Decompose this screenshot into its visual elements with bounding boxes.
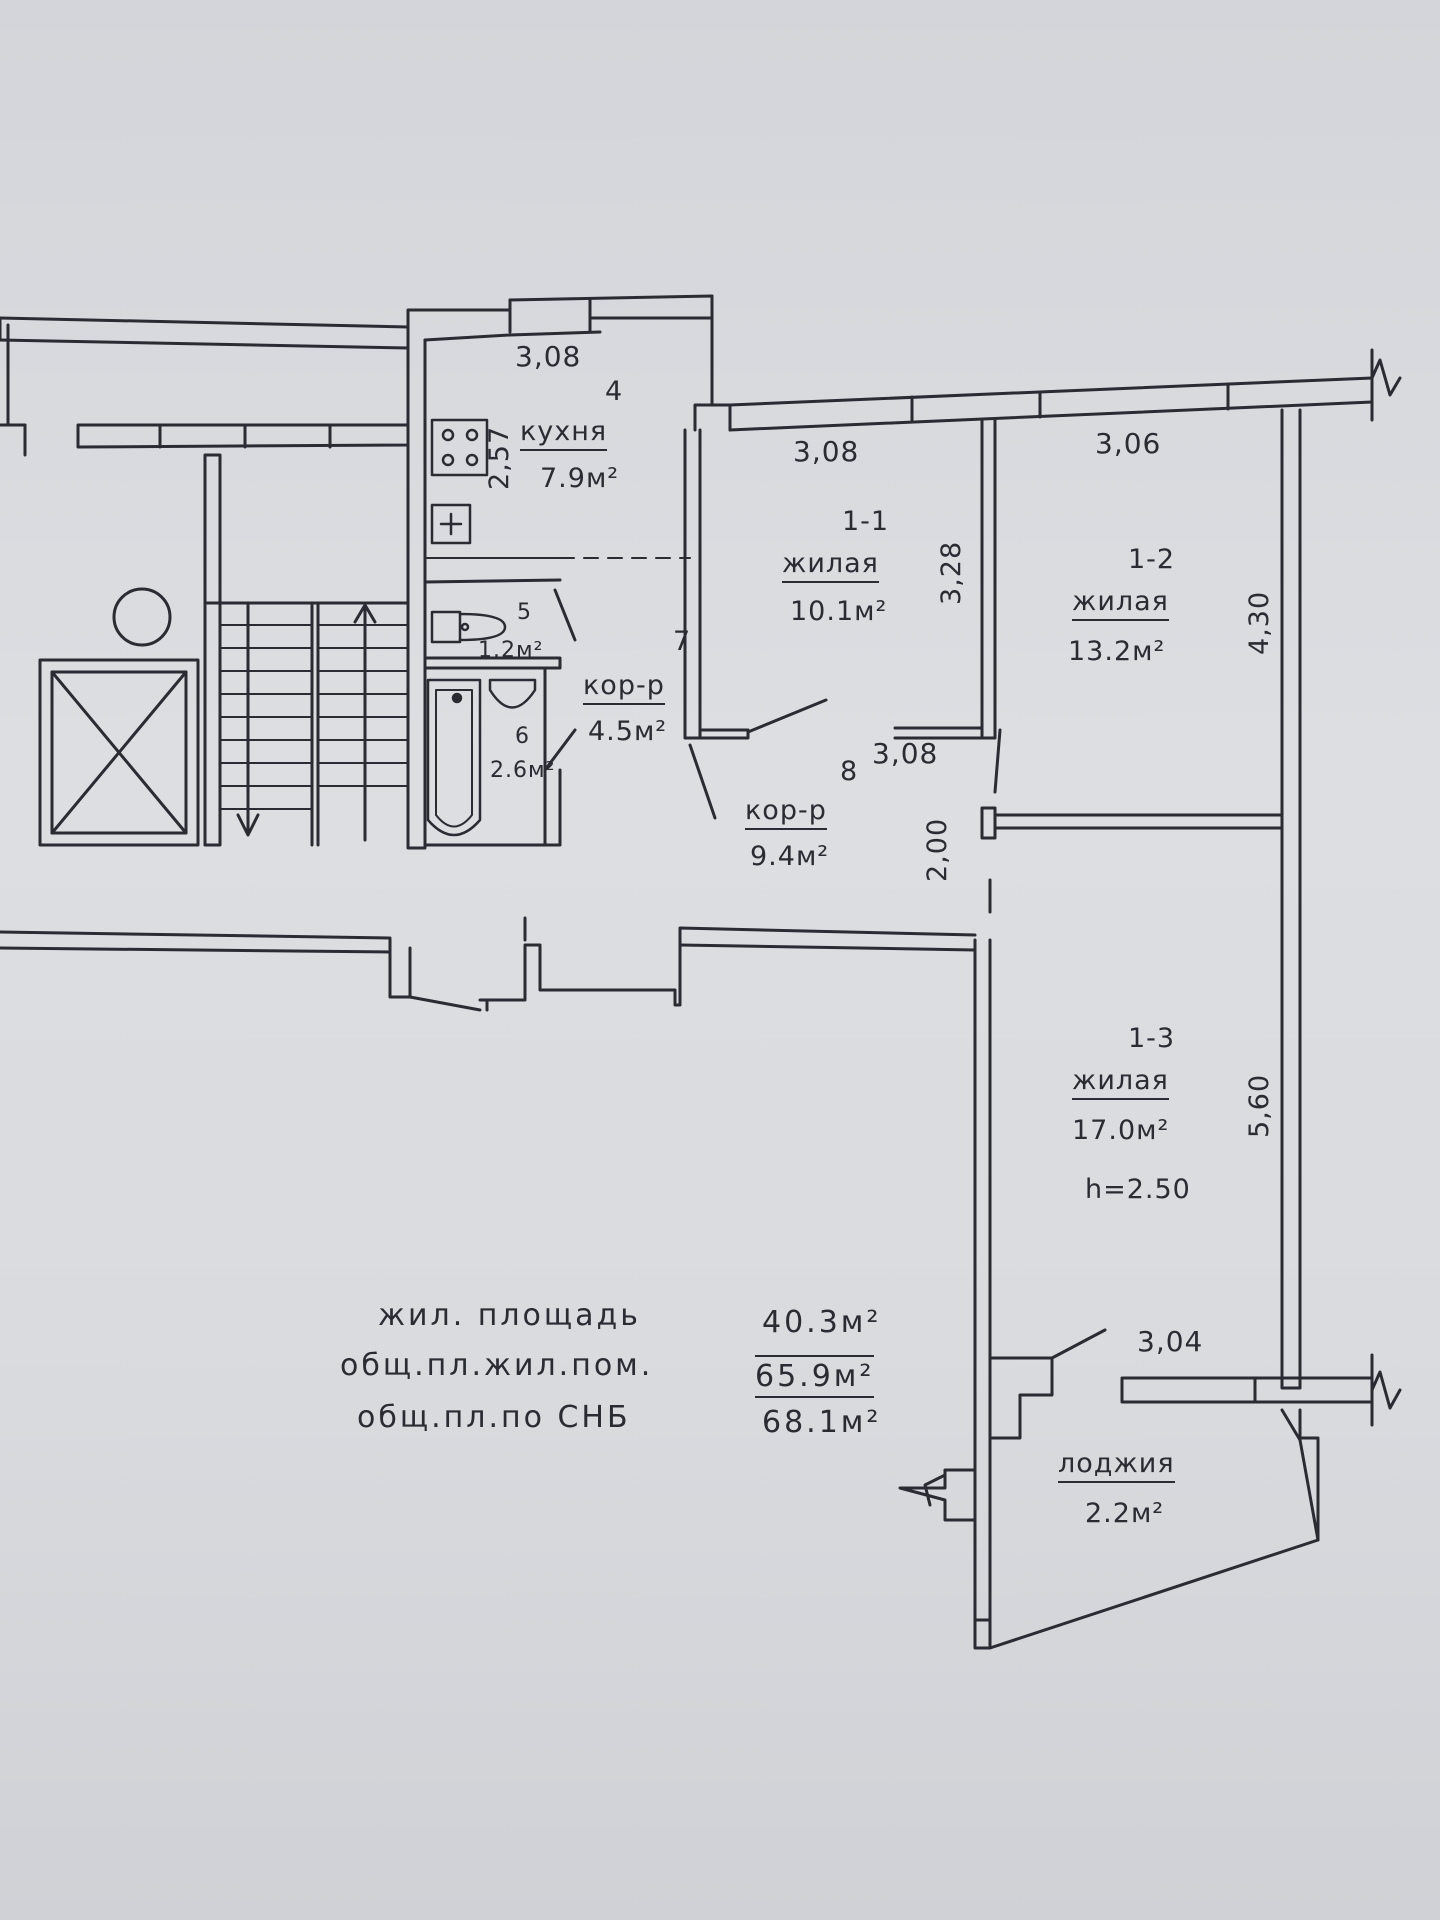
room-1-1-dim-side: 3,28 [936,540,967,605]
room-1-2-area: 13.2м² [1068,636,1166,667]
room-1-3-number: 1-3 [1128,1023,1176,1054]
kitchen-area: 7.9м² [540,463,620,494]
bath-area: 2.6м² [490,758,556,783]
wc-area: 1.2м² [478,638,544,663]
room-1-1-number: 1-1 [842,506,890,537]
interior-walls [0,418,1320,1650]
total-label-living: жил. площадь [378,1298,641,1333]
corridor-8-number: 8 [840,756,859,787]
room-1-1-area: 10.1м² [790,596,888,627]
kitchen-dim-top: 3,08 [515,340,582,373]
outer-walls [0,294,1402,1542]
loggia-area: 2.2м² [1085,1498,1165,1529]
corridor-8-dim-top: 3,08 [872,737,939,770]
total-value-apartment: 65.9м² [755,1355,875,1398]
bath-number: 6 [515,724,530,749]
room-1-1-dim-top: 3,08 [793,435,860,468]
room-1-2-dim-side: 4,30 [1244,590,1275,655]
corridor-7-number: 7 [673,626,692,657]
corridor-8-area: 9.4м² [750,841,830,872]
room-1-3-height: h=2.50 [1085,1174,1191,1205]
total-value-living: 40.3м² [762,1305,882,1340]
room-1-3-area: 17.0м² [1072,1115,1170,1146]
wc-number: 5 [517,600,532,625]
room-1-2-dim-top: 3,06 [1095,427,1162,460]
total-value-snb: 68.1м² [762,1405,882,1440]
total-label-apartment: общ.пл.жил.пом. [340,1348,654,1383]
corridor-8-name: кор-р [745,797,827,830]
kitchen-number: 4 [605,376,624,407]
kitchen-dim-side: 2,57 [484,425,515,490]
room-1-3-name: жилая [1072,1067,1169,1100]
loggia-name: лоджия [1058,1450,1175,1483]
room-1-1-name: жилая [782,550,879,583]
corridor-7-area: 4.5м² [588,716,668,747]
room-1-3-dim-side: 5,60 [1244,1073,1275,1138]
room-1-2-name: жилая [1072,588,1169,621]
loggia-dim-top: 3,04 [1137,1325,1204,1358]
room-1-2-number: 1-2 [1128,544,1176,575]
corridor-8-dim-side: 2,00 [922,817,953,882]
kitchen-name: кухня [520,418,608,451]
corridor-7-name: кор-р [583,672,665,705]
fixtures [426,418,537,837]
total-label-snb: общ.пл.по СНБ [357,1400,631,1435]
